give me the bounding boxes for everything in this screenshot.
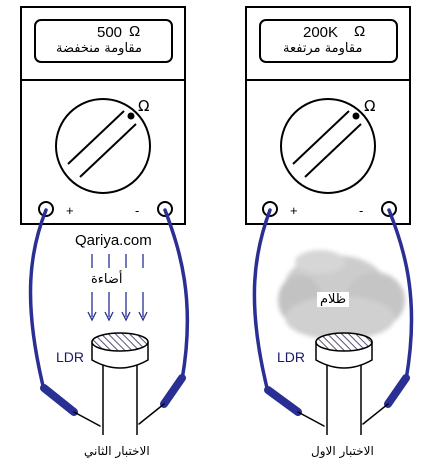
right-multimeter: Ω bbox=[245, 6, 411, 225]
left-test-caption: الاختبار الثاني bbox=[84, 444, 150, 458]
light-rays bbox=[87, 254, 148, 322]
dial-pointer-b bbox=[304, 123, 362, 178]
probe-tips bbox=[40, 374, 410, 427]
right-display-value: 200K bbox=[303, 24, 339, 41]
ldr-face bbox=[91, 332, 149, 352]
right-ldr-label: LDR bbox=[277, 349, 306, 365]
brand-watermark: Qariya.com bbox=[75, 232, 152, 249]
left-display-label: مقاومة منخفضة bbox=[56, 41, 142, 56]
right-display-ohm: Ω bbox=[354, 23, 366, 40]
right-display-label: مقاومة مرتفعة bbox=[283, 41, 363, 56]
dial-dot bbox=[127, 112, 135, 120]
dial-pointer-a bbox=[292, 110, 350, 165]
left-ldr-label: LDR bbox=[56, 349, 85, 365]
dial-pointer-a bbox=[67, 110, 125, 165]
dial-dot bbox=[352, 112, 360, 120]
dark-label: ظلام bbox=[317, 292, 350, 307]
left-display-ohm: Ω bbox=[129, 23, 141, 40]
left-display-value: 500 bbox=[97, 24, 123, 41]
right-minus-label: - bbox=[359, 203, 364, 218]
lead-wire bbox=[28, 208, 48, 392]
right-ldr bbox=[315, 332, 373, 435]
left-plus-label: + bbox=[66, 203, 74, 218]
right-plus-label: + bbox=[290, 203, 298, 218]
ldr-face bbox=[315, 332, 373, 352]
lead-wire bbox=[387, 208, 414, 382]
light-label: أضاءة bbox=[91, 272, 123, 287]
test-leads bbox=[28, 208, 414, 394]
left-multimeter: Ω bbox=[20, 6, 186, 225]
selector-dial bbox=[280, 98, 376, 194]
ohm-symbol: Ω bbox=[138, 97, 149, 115]
left-minus-label: - bbox=[135, 203, 140, 218]
meter-display bbox=[34, 19, 173, 63]
left-ldr bbox=[91, 332, 149, 435]
selector-dial bbox=[55, 98, 151, 194]
darkness-cloud bbox=[278, 250, 405, 340]
lead-wire bbox=[163, 208, 190, 382]
ohm-symbol: Ω bbox=[364, 97, 375, 115]
dial-pointer-b bbox=[79, 123, 137, 178]
meter-display bbox=[259, 19, 398, 63]
right-test-caption: الاختبار الاول bbox=[311, 444, 374, 458]
lead-wire bbox=[252, 208, 272, 394]
